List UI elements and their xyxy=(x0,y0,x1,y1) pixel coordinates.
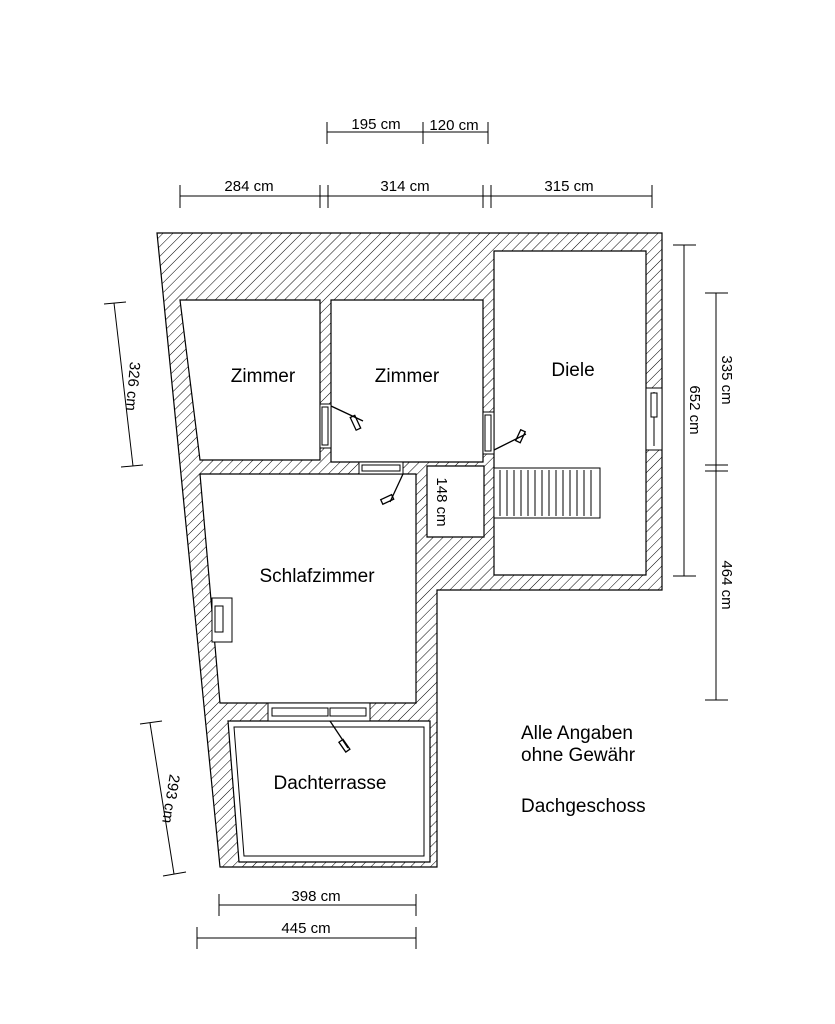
dim-335: 335 cm xyxy=(718,355,735,404)
walls xyxy=(156,232,663,868)
dim-464: 464 cm xyxy=(718,560,735,609)
dim-120: 120 cm xyxy=(429,117,478,134)
room-label-schlafzimmer: Schlafzimmer xyxy=(259,566,375,587)
staircase xyxy=(493,467,601,519)
dimension-lines xyxy=(103,122,728,949)
disclaimer-line-1: Alle Angaben xyxy=(521,723,633,744)
dim-293: 293 cm xyxy=(158,773,182,824)
dim-195: 195 cm xyxy=(351,116,400,133)
dim-315: 315 cm xyxy=(544,178,593,195)
dim-445: 445 cm xyxy=(281,920,330,937)
room-label-zimmer-mid: Zimmer xyxy=(375,366,440,387)
dim-314: 314 cm xyxy=(380,178,429,195)
dim-652: 652 cm xyxy=(686,385,703,434)
dim-398: 398 cm xyxy=(291,888,340,905)
disclaimer-line-2: ohne Gewähr xyxy=(521,745,636,766)
room-label-dachterrasse: Dachterrasse xyxy=(274,773,387,794)
disclaimer: Alle Angaben ohne Gewähr xyxy=(521,723,635,767)
room-label-zimmer-left: Zimmer xyxy=(231,366,296,387)
dim-326: 326 cm xyxy=(122,361,143,411)
terrace-inner-edge xyxy=(233,726,425,857)
door-handles xyxy=(329,405,527,753)
chimney-inner xyxy=(214,605,224,633)
dim-148: 148 cm xyxy=(433,477,450,526)
floor-title: Dachgeschoss xyxy=(521,796,646,817)
dim-284: 284 cm xyxy=(224,178,273,195)
room-label-diele: Diele xyxy=(551,360,594,381)
